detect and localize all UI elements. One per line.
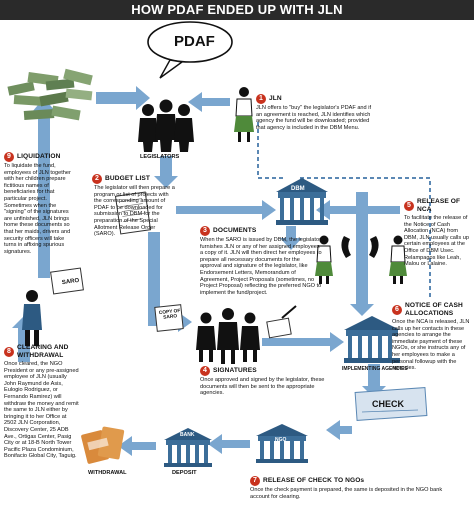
arrow-legislators-down (154, 156, 178, 188)
dbm-building-icon (276, 178, 328, 225)
step-2-body: The legislator will then prepare a progr… (94, 185, 175, 238)
arrow-dbm-right-down (350, 192, 374, 316)
step-6-body: Once the NCA is released, JLN calls up h… (392, 319, 470, 372)
arrow-agencies-down (362, 364, 386, 398)
budget-list-document-icon (114, 191, 152, 235)
arrow-bank-to-withdrawal (118, 436, 156, 456)
money-pile-icon (7, 68, 93, 121)
bank-building-icon (164, 428, 212, 467)
step-1-title: JLN (269, 95, 282, 102)
step-4-body: Once approved and signed by the legislat… (200, 377, 325, 397)
check-icon (354, 387, 428, 421)
arrow-money-to-legislators (96, 86, 150, 110)
dashed-link-nca (300, 177, 431, 298)
step-6-badge: 6 (392, 305, 402, 315)
legislators-label: LEGISLATORS (140, 154, 180, 160)
jln-phone-figure-icon (315, 235, 333, 284)
step-5-title: RELEASE OF NCA (417, 198, 461, 213)
withdrawal-envelopes-icon (81, 426, 125, 464)
step-8-title: CLEARING AND WITHDRAWAL (17, 344, 69, 359)
arrow-signatures-to-agencies (262, 332, 344, 352)
step-4-badge: 4 (200, 366, 210, 376)
deposit-label: DEPOSIT (172, 470, 197, 476)
saro-document-icon (50, 267, 84, 295)
ngo-label: NGO (275, 437, 287, 443)
step-7-body: Once the check payment is prepared, the … (250, 487, 443, 500)
step-9-body: To liquidate the fund, employees of JLN … (4, 163, 71, 255)
step-1-badge: 1 (256, 94, 266, 104)
jln-figure-icon (234, 87, 254, 142)
step-5-badge: 5 (404, 201, 414, 211)
step-7-title: RELEASE OF CHECK TO NGOs (263, 477, 365, 484)
step-2-title: BUDGET LIST (105, 175, 151, 182)
copy-of-saro-paper-icon (154, 304, 184, 332)
phone-handsets-icon (341, 236, 379, 258)
step-9-badge: 9 (4, 152, 14, 162)
step-5-body: To facilitate the release of the Notice … (404, 215, 469, 268)
step-1-body: JLN offers to "buy" the legislator's PDA… (256, 105, 371, 131)
step-3-badge: 3 (200, 226, 210, 236)
pdaf-label: PDAF (174, 33, 215, 50)
step-3-body: When the SARO is issued by DBM, the legi… (200, 237, 322, 296)
arrow-check-to-ngo (326, 420, 352, 440)
pen-and-paper-icon (266, 305, 297, 339)
woman-figure-icon (389, 235, 407, 284)
dashed-link-jln-dbm (257, 122, 284, 179)
withdrawal-label: WITHDRAWAL (88, 470, 127, 476)
legislators-icon (138, 99, 194, 152)
step-6-title: NOTICE OF CASH ALLOCATIONS (405, 302, 463, 317)
arrow-phones-to-dbm (316, 200, 400, 220)
step-9-title: LIQUIDATION (17, 153, 61, 160)
signing-group-icon (196, 308, 260, 364)
step-8-badge: 8 (4, 347, 14, 357)
arrow-ngo-to-bank (208, 434, 250, 454)
step-8-body: Once cleared, the NGO President or any p… (4, 361, 79, 460)
step-3-title: DOCUMENTS (213, 227, 257, 234)
arrow-dbm-to-documents (280, 226, 302, 250)
step-7-badge: 7 (250, 476, 260, 486)
arrow-budget-to-dbm (176, 200, 276, 220)
check-label: CHECK (372, 399, 405, 409)
arrow-jln-to-legislators (188, 92, 230, 112)
dbm-label: DBM (291, 186, 305, 192)
ngo-building-icon (256, 424, 308, 463)
implementing-agencies-label: IMPLEMENTING AGENCIES (342, 366, 408, 372)
step-4-title: SIGNATURES (213, 367, 257, 374)
implementing-agencies-building-icon (344, 316, 400, 363)
page-title: HOW PDAF ENDED UP WITH JLN (0, 0, 474, 20)
step-2-badge: 2 (92, 174, 102, 184)
arrow-left-vertical (38, 112, 50, 278)
bank-label: BANK (180, 432, 195, 438)
pdaf-bubble (147, 21, 233, 63)
liquidation-person-icon (22, 290, 42, 346)
